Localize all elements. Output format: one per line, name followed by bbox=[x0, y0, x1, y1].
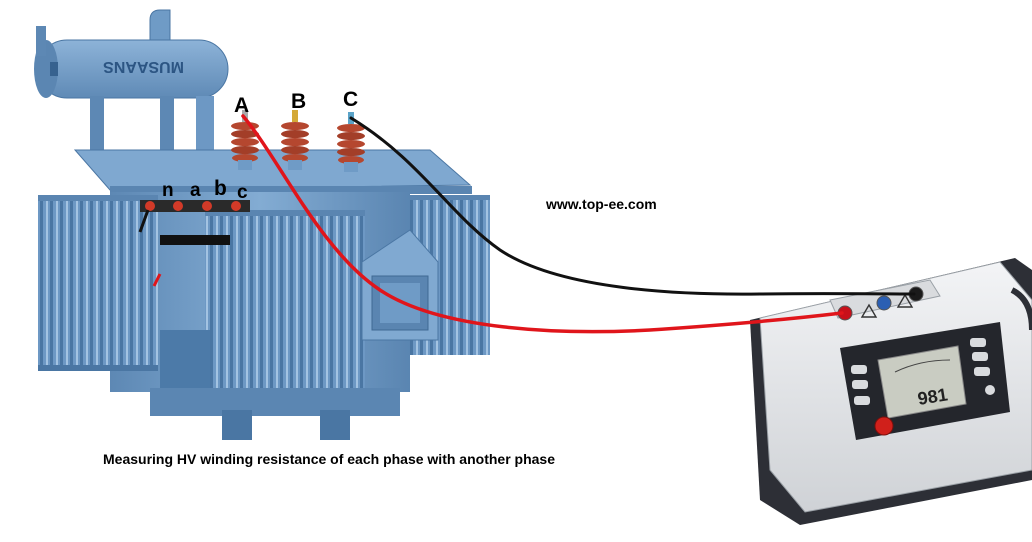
meter-buttons-right bbox=[970, 338, 995, 395]
hv-terminal-label-c: C bbox=[343, 88, 359, 111]
meter-screen bbox=[877, 345, 967, 419]
lv-terminal-label-c: c bbox=[237, 182, 248, 203]
lv-terminal-label-n: n bbox=[162, 180, 174, 201]
meter-function-button[interactable] bbox=[851, 365, 867, 374]
warning-icon bbox=[860, 303, 878, 318]
meter-function-button[interactable] bbox=[852, 380, 868, 389]
tank-cover bbox=[73, 149, 472, 194]
conservator-tank: MUSAANS bbox=[34, 9, 229, 99]
meter-reading: 981 bbox=[916, 384, 949, 408]
transformer: MUSAANS bbox=[34, 9, 490, 440]
brand-text: MUSAANS bbox=[103, 58, 184, 75]
black-test-lead bbox=[349, 116, 916, 296]
meter-terminal-strip bbox=[829, 279, 941, 321]
meter-function-button[interactable] bbox=[972, 352, 988, 361]
meter-function-button[interactable] bbox=[974, 367, 990, 376]
meter-test-button[interactable] bbox=[874, 416, 894, 436]
radiator-left bbox=[38, 195, 158, 371]
meter-buttons-left bbox=[851, 365, 870, 405]
meter-power-icon[interactable] bbox=[985, 385, 995, 395]
lv-terminal-label-b: b bbox=[214, 177, 227, 200]
hv-terminal-label-a: A bbox=[234, 94, 250, 117]
radiator-front bbox=[205, 210, 365, 416]
warning-icon bbox=[896, 293, 914, 308]
website-url: www.top-ee.com bbox=[546, 196, 657, 212]
resistance-meter: 981 bbox=[750, 258, 1032, 525]
hv-terminal-label-b: B bbox=[291, 90, 307, 113]
blue-terminal bbox=[876, 295, 892, 311]
lv-terminal-label-a: a bbox=[190, 180, 201, 201]
hv-bushing-b bbox=[281, 110, 309, 170]
lv-bushings bbox=[138, 200, 250, 287]
diagram-caption: Measuring HV winding resistance of each … bbox=[103, 451, 555, 467]
meter-function-button[interactable] bbox=[854, 396, 870, 405]
red-test-lead bbox=[241, 114, 844, 334]
meter-function-button[interactable] bbox=[970, 338, 986, 347]
